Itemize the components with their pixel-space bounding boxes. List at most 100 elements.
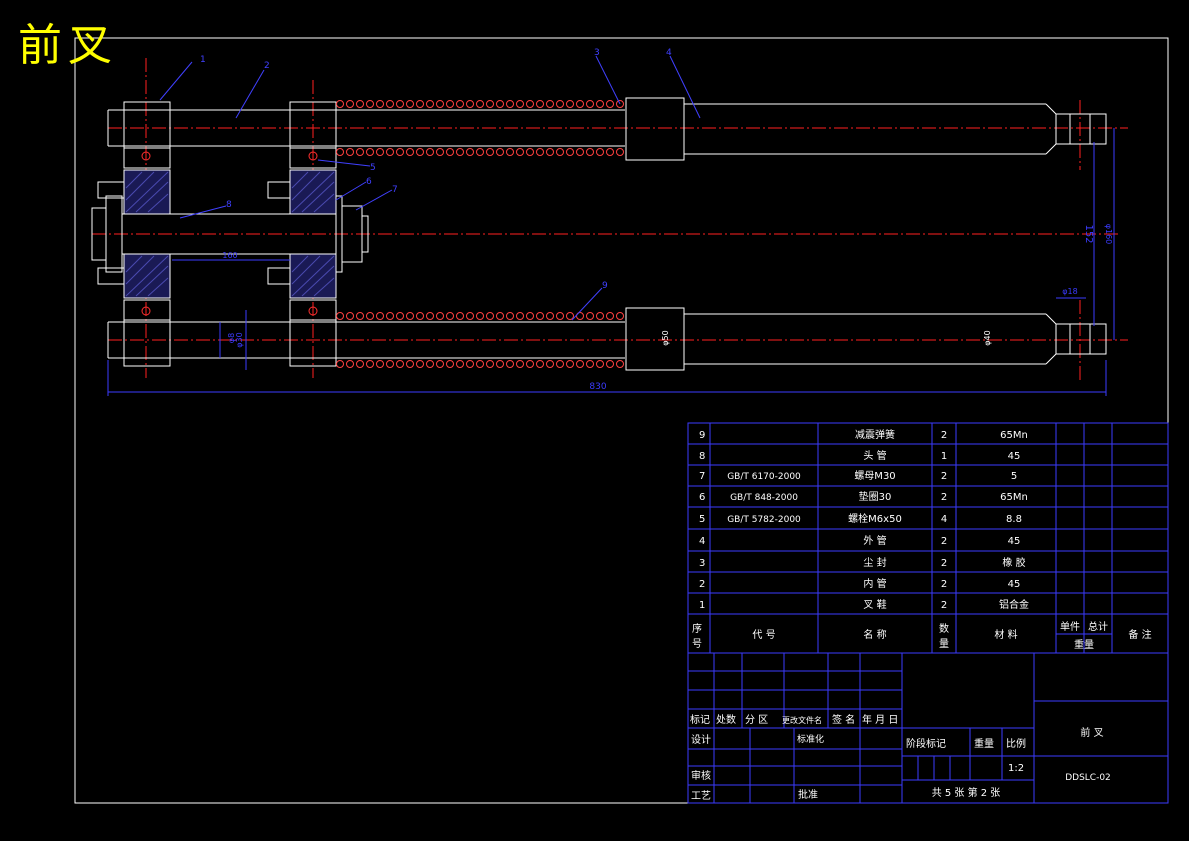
tb-standardize: 标准化 <box>797 733 824 745</box>
bom-header-qty-b: 量 <box>939 638 949 650</box>
spring-coil <box>526 360 534 368</box>
dim-overall-length: 830 <box>589 382 606 392</box>
tb-mark: 标记 <box>690 714 710 726</box>
bom-header: 序 号 代 号 名 称 数 量 材 料 单件 总计 重量 备 注 <box>692 620 1152 651</box>
bom-cell-qty: 2 <box>941 536 947 547</box>
spring-coil <box>356 100 364 108</box>
bom-header-total: 总计 <box>1088 620 1108 633</box>
bom-cell-qty: 2 <box>941 492 947 503</box>
spring-coil <box>356 148 364 156</box>
bom-cell-name: 垫圈30 <box>859 490 892 503</box>
spring-coil <box>616 360 624 368</box>
spring-coil <box>416 148 424 156</box>
callout-1: 1 <box>200 55 206 65</box>
bom-cell-material: 65Mn <box>1000 430 1028 441</box>
spring-coil <box>386 312 394 320</box>
spring-coil <box>376 100 384 108</box>
spring-coil <box>546 100 554 108</box>
bom-cell-qty: 4 <box>941 514 947 525</box>
spring-coil <box>476 360 484 368</box>
spring-coil <box>456 360 464 368</box>
spring-coil <box>496 100 504 108</box>
spring-coil <box>396 148 404 156</box>
spring-coil <box>476 312 484 320</box>
tb-scale-value: 1:2 <box>1008 763 1024 774</box>
spring-coil <box>376 312 384 320</box>
spring-coil <box>376 148 384 156</box>
spring-coil <box>556 312 564 320</box>
spring-coil <box>356 312 364 320</box>
dim-left-a: φ8 <box>227 333 236 343</box>
spring-coil <box>456 312 464 320</box>
bom-cell-name: 减震弹簧 <box>855 428 895 441</box>
bom-cell-name: 尘 封 <box>863 556 886 569</box>
spring-coil <box>606 312 614 320</box>
spring-coil <box>346 100 354 108</box>
dim-center-distance: 152 <box>1083 224 1094 243</box>
spring-coil <box>346 360 354 368</box>
spring-coil <box>486 148 494 156</box>
spring-coil <box>596 100 604 108</box>
bom-cell-material: 45 <box>1008 451 1021 462</box>
spring-coil <box>466 148 474 156</box>
spring-coil <box>596 312 604 320</box>
spring-coil <box>576 312 584 320</box>
bom-cell-name: 螺栓M6x50 <box>848 512 902 525</box>
bom-header-remark: 备 注 <box>1128 628 1151 641</box>
spring-coil <box>516 360 524 368</box>
spring-coil <box>586 312 594 320</box>
bom-header-weight: 重量 <box>1074 638 1094 651</box>
spring-coil <box>506 360 514 368</box>
spring-coil <box>516 148 524 156</box>
spring-coil <box>386 148 394 156</box>
bom-cell-material: 5 <box>1011 471 1017 482</box>
tb-drawing-no: DDSLC-02 <box>1065 773 1111 783</box>
spring-coil <box>546 312 554 320</box>
spring-coil <box>486 312 494 320</box>
spring-coil <box>466 312 474 320</box>
tb-part-name: 前 叉 <box>1080 726 1103 739</box>
tb-design: 设计 <box>691 733 711 746</box>
spring-coil <box>606 360 614 368</box>
spring-coil <box>366 312 374 320</box>
spring-coil <box>396 100 404 108</box>
spring-coil <box>606 148 614 156</box>
callout-leaders <box>159 55 701 321</box>
spring-coil <box>526 312 534 320</box>
tb-review: 审核 <box>691 769 711 782</box>
spring-coil <box>616 312 624 320</box>
bom-cell-no: 8 <box>699 451 705 462</box>
callout-9: 9 <box>602 281 608 291</box>
bom-cell-material: 8.8 <box>1006 514 1022 525</box>
bom-cell-name: 内 管 <box>863 577 886 590</box>
bom-header-seq-b: 号 <box>692 638 702 650</box>
spring-coil <box>496 148 504 156</box>
spring-coil <box>436 360 444 368</box>
spring-coil <box>566 148 574 156</box>
spring-coil <box>406 360 414 368</box>
lower-fork-leg <box>107 299 1107 371</box>
bom-cell-qty: 2 <box>941 579 947 590</box>
tb-scale: 比例 <box>1006 737 1026 750</box>
center-lines <box>92 58 1128 380</box>
bom-cell-material: 橡 胶 <box>1002 556 1025 569</box>
bom-cell-no: 6 <box>699 492 705 503</box>
spring-coil <box>506 100 514 108</box>
spring-coil <box>336 360 344 368</box>
spring-coil <box>576 100 584 108</box>
spring-coil <box>356 360 364 368</box>
spring-coil <box>416 100 424 108</box>
spring-coil <box>426 148 434 156</box>
spring-coil <box>556 100 564 108</box>
spring-coil <box>446 312 454 320</box>
spring-coil <box>516 312 524 320</box>
bom-cell-no: 4 <box>699 536 705 547</box>
spring-coil <box>596 360 604 368</box>
bom-cell-qty: 2 <box>941 600 947 611</box>
tb-date: 年 月 日 <box>862 713 898 726</box>
bom-cell-code: GB/T 848-2000 <box>730 493 798 503</box>
spring-coil <box>586 100 594 108</box>
callout-5: 5 <box>370 163 376 173</box>
